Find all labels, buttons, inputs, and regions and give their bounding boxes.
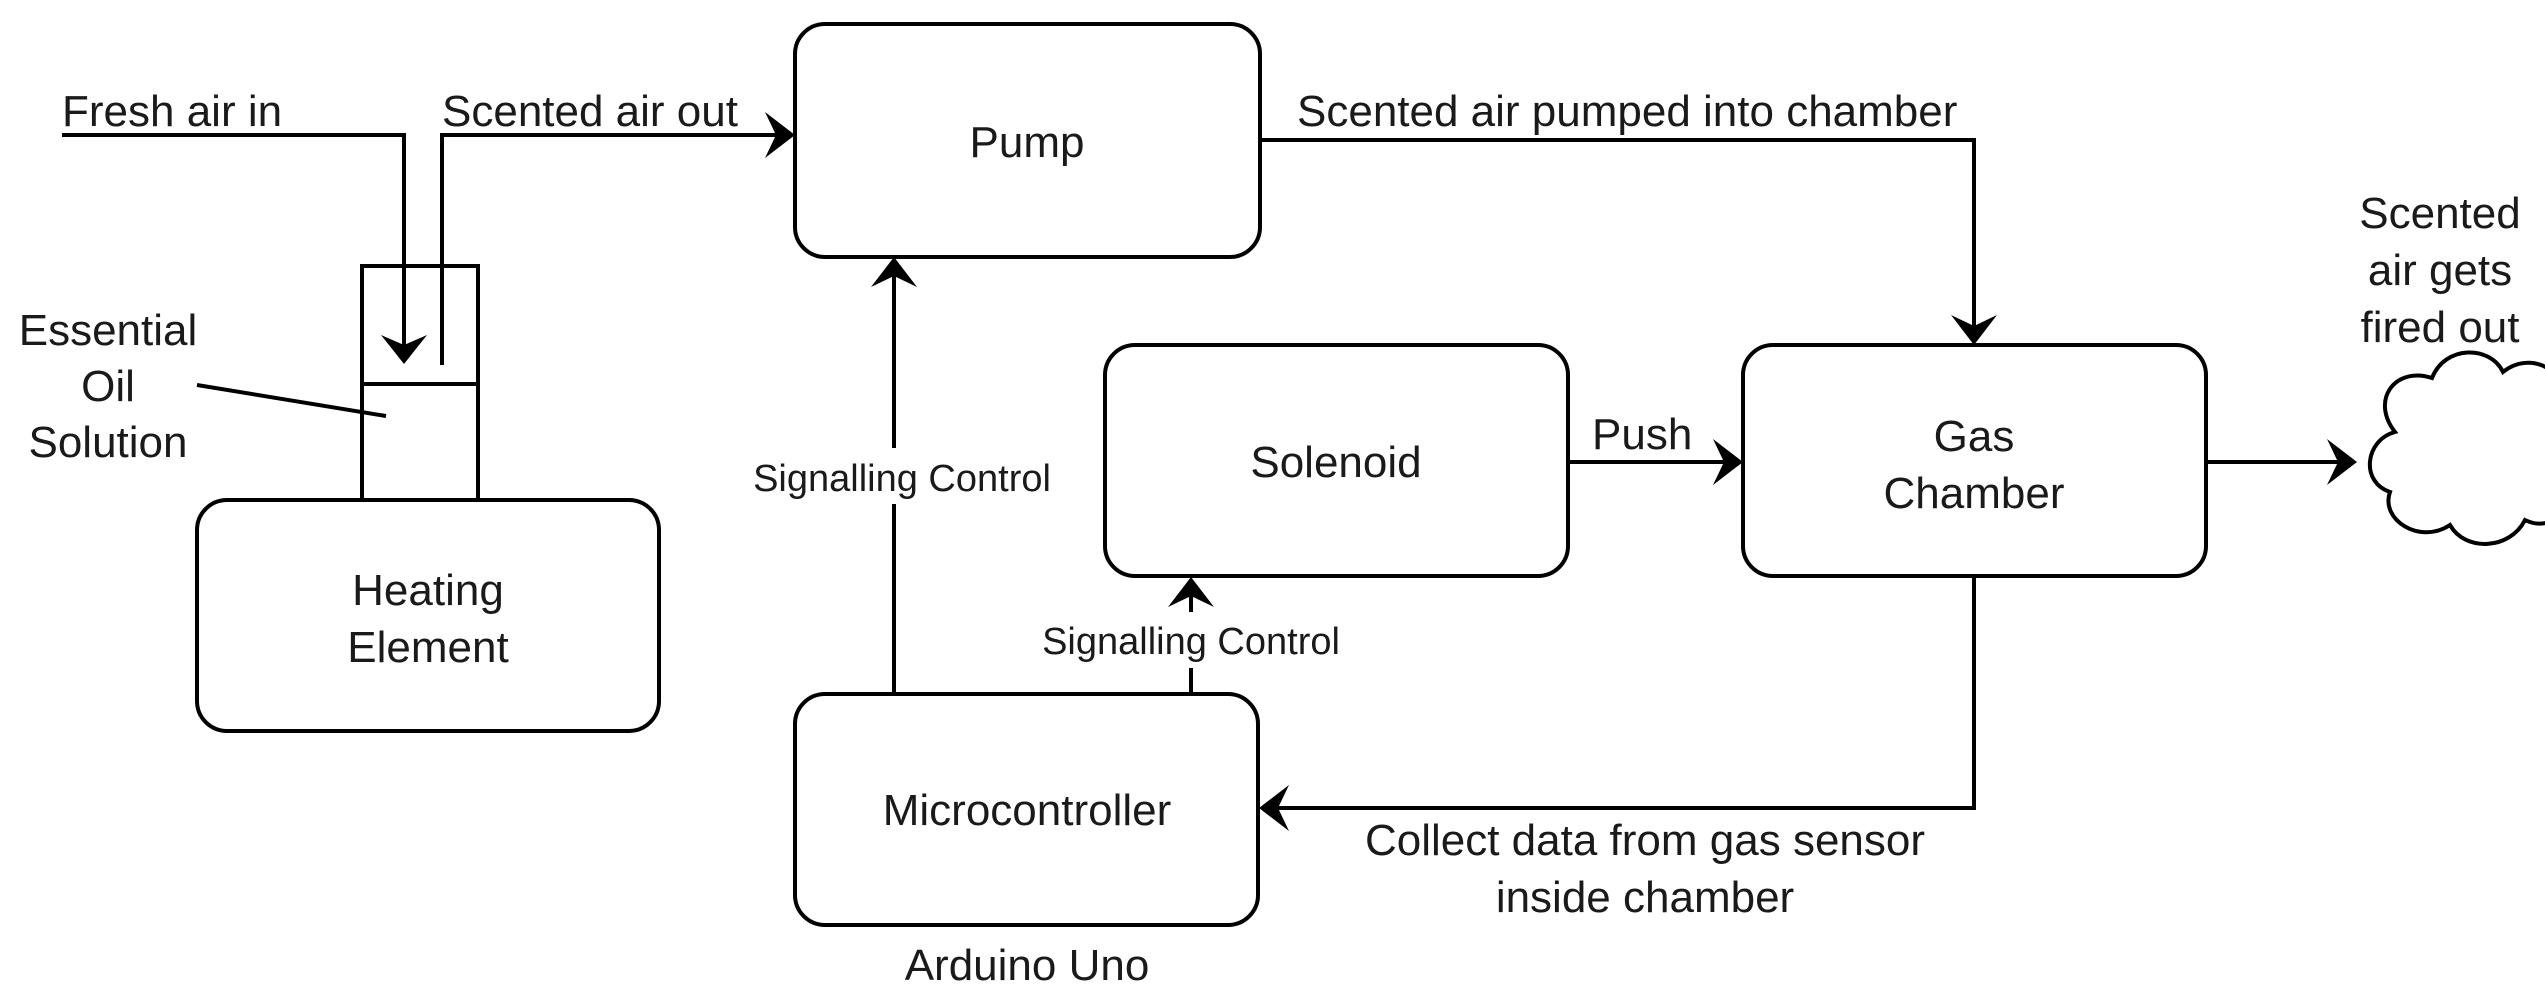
gas-chamber-label-line1: Gas <box>1934 412 2015 461</box>
push-label: Push <box>1592 410 1692 459</box>
pumped-into-chamber-label: Scented air pumped into chamber <box>1297 87 1957 136</box>
heating-element-label-line2: Element <box>347 623 508 672</box>
pump-label: Pump <box>970 118 1085 167</box>
heating-element-node: Heating Element <box>195 498 661 733</box>
gas-chamber-node: Gas Chamber <box>1741 343 2208 578</box>
output-label-line3: fired out <box>2361 303 2520 352</box>
microcontroller-node: Microcontroller <box>793 692 1260 927</box>
cloud-icon <box>2367 350 2545 546</box>
signalling-to-solenoid-label: Signalling Control <box>1042 621 1340 663</box>
essential-oil-pointer <box>196 383 387 418</box>
heating-element-label-line1: Heating <box>352 566 504 615</box>
output-label-line2: air gets <box>2368 246 2512 295</box>
pump-node: Pump <box>793 22 1262 259</box>
microcontroller-caption: Arduino Uno <box>905 941 1150 990</box>
signalling-to-pump-label-bg <box>730 448 1070 504</box>
push-edge <box>1568 439 1743 485</box>
essential-oil-label-line1: Essential <box>19 306 198 355</box>
essential-oil-label-line2: Oil <box>81 362 135 411</box>
output-label-line1: Scented <box>2359 189 2520 238</box>
sensor-data-label-line2: inside chamber <box>1496 873 1794 922</box>
sensor-data-edge <box>1259 576 1976 831</box>
scented-air-out-edge <box>440 112 795 365</box>
oil-container <box>360 264 480 500</box>
microcontroller-label: Microcontroller <box>883 786 1172 835</box>
fired-out-edge <box>2206 439 2357 485</box>
sensor-data-label-line1: Collect data from gas sensor <box>1365 816 1925 865</box>
pump-to-chamber-edge <box>1260 138 1997 345</box>
solenoid-label: Solenoid <box>1250 438 1421 487</box>
scented-air-out-label: Scented air out <box>442 87 738 136</box>
gas-chamber-label-line2: Chamber <box>1884 469 2065 518</box>
signalling-to-solenoid-label-bg <box>1020 612 1362 668</box>
signalling-to-pump-label: Signalling Control <box>753 458 1051 500</box>
fresh-air-in-edge <box>62 133 427 364</box>
essential-oil-label-line3: Solution <box>28 418 187 467</box>
fresh-air-in-label: Fresh air in <box>62 87 282 136</box>
solenoid-node: Solenoid <box>1103 343 1570 578</box>
